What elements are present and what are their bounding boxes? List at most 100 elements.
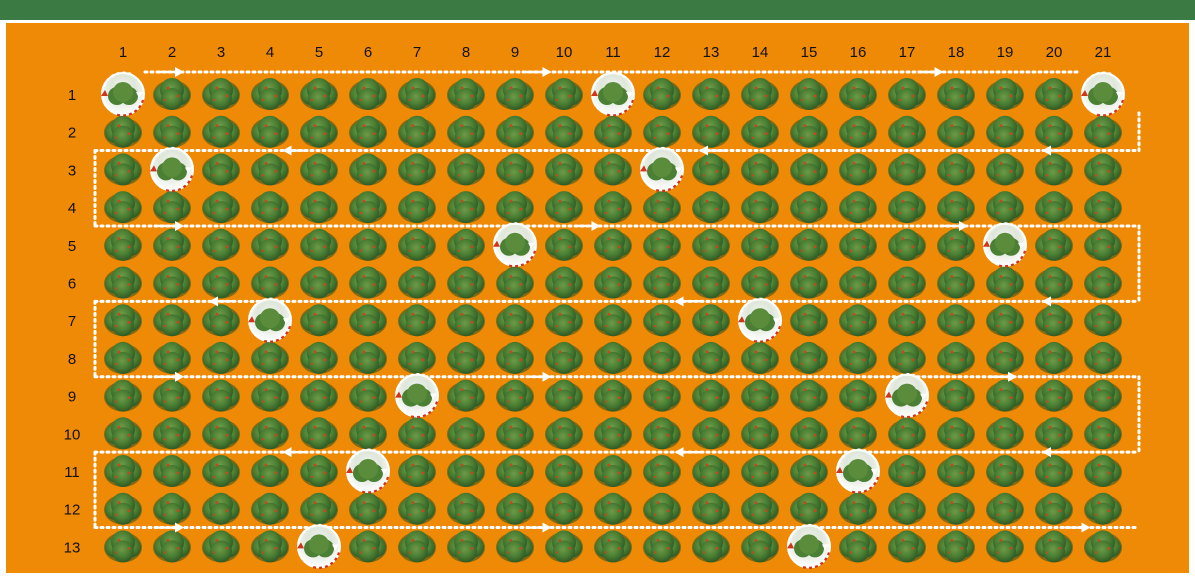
column-label: 12 (654, 44, 671, 61)
tree-icon (104, 191, 142, 223)
tree-icon (545, 417, 583, 449)
tree-icon (986, 267, 1024, 299)
tree-icon (251, 153, 289, 185)
tree-icon (986, 153, 1024, 185)
tree-icon (741, 417, 779, 449)
column-label: 16 (850, 44, 867, 61)
tree-icon (986, 530, 1024, 562)
tree-icon (104, 116, 142, 148)
tree-icon (839, 78, 877, 110)
tree-icon (349, 229, 387, 261)
column-label: 14 (752, 44, 769, 61)
tree-icon (153, 455, 191, 487)
tree-icon (1035, 78, 1073, 110)
tree-icon (888, 153, 926, 185)
tree-icon (741, 380, 779, 412)
tree-icon (300, 304, 338, 336)
row-label: 12 (64, 502, 81, 519)
tree-icon (447, 267, 485, 299)
tree-icon (692, 229, 730, 261)
arrow-icon (675, 296, 701, 306)
tree-icon (545, 78, 583, 110)
tree-icon (202, 493, 240, 525)
tree-icon (104, 380, 142, 412)
tree-icon (251, 455, 289, 487)
tree-icon (202, 116, 240, 148)
tree-icon (153, 229, 191, 261)
tree-icon (398, 342, 436, 374)
tree-icon (398, 455, 436, 487)
tree-icon (692, 267, 730, 299)
tree-icon (153, 417, 191, 449)
arrow-icon (575, 221, 601, 231)
tree-icon (300, 116, 338, 148)
tree-icon (986, 417, 1024, 449)
tree-icon (153, 78, 191, 110)
column-label: 18 (948, 44, 965, 61)
sampled-tree-icon (885, 374, 928, 417)
tree-icon (447, 530, 485, 562)
tree-icon (300, 229, 338, 261)
tree-icon (153, 380, 191, 412)
column-label: 5 (315, 44, 323, 61)
tree-icon (104, 153, 142, 185)
tree-icon (594, 153, 632, 185)
arrow-icon (526, 67, 552, 77)
tree-icon (398, 417, 436, 449)
tree-icon (692, 78, 730, 110)
tree-icon (741, 455, 779, 487)
tree-icon (888, 493, 926, 525)
tree-icon (251, 417, 289, 449)
tree-icon (202, 153, 240, 185)
tree-icon (790, 380, 828, 412)
tree-icon (741, 153, 779, 185)
column-label: 2 (168, 44, 176, 61)
tree-icon (447, 417, 485, 449)
tree-icon (986, 342, 1024, 374)
sampled-tree-icon (150, 148, 193, 191)
tree-icon (986, 304, 1024, 336)
tree-icon (986, 116, 1024, 148)
arrow-icon (918, 67, 944, 77)
tree-icon (741, 493, 779, 525)
tree-icon (937, 267, 975, 299)
tree-icon (594, 380, 632, 412)
tree-icon (398, 153, 436, 185)
tree-icon (496, 380, 534, 412)
tree-icon (643, 229, 681, 261)
arrow-icon (675, 447, 701, 457)
row-label: 13 (64, 539, 81, 556)
arrow-icon (158, 67, 184, 77)
tree-icon (1084, 229, 1122, 261)
tree-icon (496, 153, 534, 185)
column-label: 6 (364, 44, 372, 61)
tree-icon (790, 455, 828, 487)
tree-icon (202, 229, 240, 261)
tree-icon (790, 304, 828, 336)
tree-icon (545, 304, 583, 336)
tree-icon (202, 191, 240, 223)
column-label: 13 (703, 44, 720, 61)
tree-icon (398, 116, 436, 148)
tree-icon (937, 493, 975, 525)
tree-icon (349, 342, 387, 374)
tree-icon (153, 267, 191, 299)
tree-icon (545, 455, 583, 487)
tree-icon (1084, 493, 1122, 525)
tree-icon (496, 455, 534, 487)
row-label: 8 (68, 351, 76, 368)
tree-icon (839, 267, 877, 299)
tree-icon (447, 342, 485, 374)
tree-icon (937, 304, 975, 336)
sampled-tree-icon (101, 73, 144, 116)
tree-icon (1084, 304, 1122, 336)
tree-icon (251, 267, 289, 299)
tree-icon (839, 153, 877, 185)
tree-icon (643, 342, 681, 374)
arrow-icon (283, 447, 309, 457)
tree-icon (300, 267, 338, 299)
tree-icon (790, 191, 828, 223)
tree-icon (447, 493, 485, 525)
tree-icon (692, 530, 730, 562)
tree-icon (300, 191, 338, 223)
